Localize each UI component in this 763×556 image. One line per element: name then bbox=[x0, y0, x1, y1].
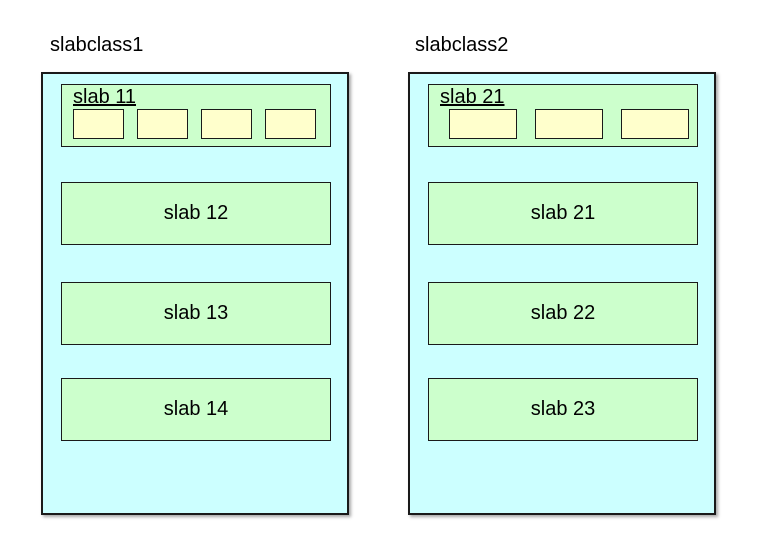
slabclass2-container: slab 21 slab 21 slab 22 slab 23 bbox=[408, 72, 716, 515]
slab-11-chunk-row bbox=[62, 109, 330, 139]
slab-21-top-label: slab 21 bbox=[440, 86, 505, 108]
slab-12-label: slab 12 bbox=[163, 202, 229, 224]
slab-14-box: slab 14 bbox=[61, 378, 331, 441]
slab-14-label: slab 14 bbox=[163, 398, 229, 420]
slab-11-label: slab 11 bbox=[73, 86, 137, 108]
chunk bbox=[73, 109, 124, 139]
slab-21-chunk-row bbox=[429, 109, 697, 139]
slab-22-box: slab 22 bbox=[428, 282, 698, 345]
slab-23-label: slab 23 bbox=[530, 398, 596, 420]
slab-13-label: slab 13 bbox=[163, 302, 229, 324]
chunk bbox=[449, 109, 517, 139]
slab-13-box: slab 13 bbox=[61, 282, 331, 345]
chunk bbox=[621, 109, 689, 139]
slabclass1-container: slab 11 slab 12 slab 13 slab 14 bbox=[41, 72, 349, 515]
slabclass2-title: slabclass2 bbox=[415, 34, 509, 56]
slab-12-box: slab 12 bbox=[61, 182, 331, 245]
chunk bbox=[265, 109, 316, 139]
slab-21-top-box: slab 21 bbox=[428, 84, 698, 147]
slab-21-box: slab 21 bbox=[428, 182, 698, 245]
slab-22-label: slab 22 bbox=[530, 302, 596, 324]
chunk bbox=[201, 109, 252, 139]
slabclass1-title: slabclass1 bbox=[50, 34, 144, 56]
chunk bbox=[535, 109, 603, 139]
slab-23-box: slab 23 bbox=[428, 378, 698, 441]
chunk bbox=[137, 109, 188, 139]
slab-11-box: slab 11 bbox=[61, 84, 331, 147]
slab-21-label: slab 21 bbox=[530, 202, 596, 224]
